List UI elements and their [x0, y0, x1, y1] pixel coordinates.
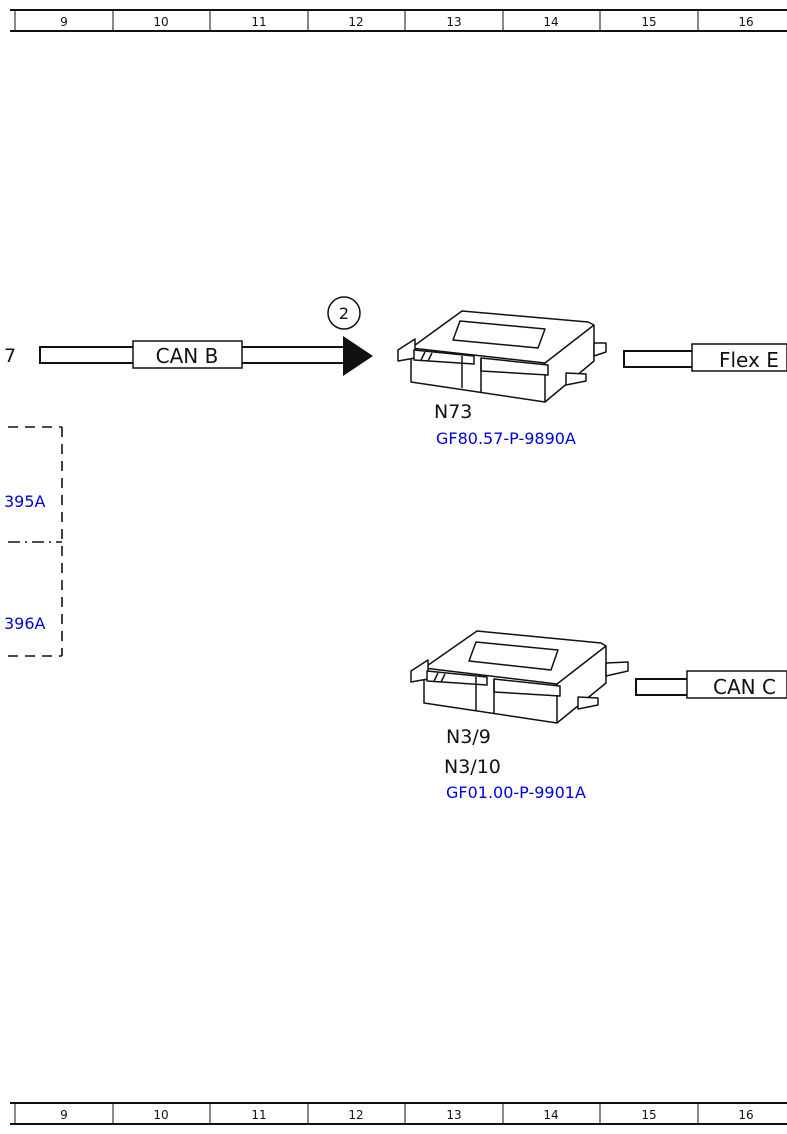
flex-label-box [691, 343, 787, 372]
can-c-label: CAN C [713, 675, 776, 699]
top-ruler-label-9: 9 [60, 15, 68, 29]
can-c-label-box [686, 670, 787, 699]
n3-10-module-name: N3/10 [444, 756, 501, 778]
n3-module-icon[interactable] [410, 630, 629, 724]
connector-number-label: 2 [339, 304, 349, 323]
top-ruler-label-12: 12 [348, 15, 363, 29]
top-ruler-label-13: 13 [446, 15, 461, 29]
connector-number-marker: 2 [327, 296, 361, 330]
can-b-arrow-head [343, 336, 373, 376]
bottom-ruler-label-12: 12 [348, 1108, 363, 1122]
top-ruler-label-10: 10 [153, 15, 168, 29]
n73-module-name: N73 [434, 401, 472, 423]
top-ruler-label-16: 16 [738, 15, 753, 29]
can-c-bus[interactable]: CAN C [635, 670, 787, 699]
dashed-reference-group [8, 426, 63, 657]
bottom-ruler-label-14: 14 [543, 1108, 558, 1122]
left-fragment-mark: 7 [4, 345, 16, 367]
bottom-ruler-label-13: 13 [446, 1108, 461, 1122]
top-ruler-label-14: 14 [543, 15, 558, 29]
bottom-ruler-label-11: 11 [251, 1108, 266, 1122]
top-ruler: 9 10 11 12 13 14 15 16 [10, 9, 787, 32]
dashed-reference-link-1[interactable]: 395A [4, 492, 46, 511]
can-b-label-box [132, 340, 243, 369]
flex-label: Flex E [719, 348, 779, 372]
top-ruler-label-11: 11 [251, 15, 266, 29]
bottom-ruler-label-10: 10 [153, 1108, 168, 1122]
n3-9-module-name: N3/9 [446, 726, 491, 748]
bottom-ruler-label-9: 9 [60, 1108, 68, 1122]
bottom-ruler-label-15: 15 [641, 1108, 656, 1122]
n73-module-icon[interactable] [397, 310, 607, 403]
dashed-reference-link-2[interactable]: 396A [4, 614, 46, 633]
can-b-bus[interactable]: CAN B [39, 336, 373, 376]
top-ruler-label-15: 15 [641, 15, 656, 29]
flex-bus[interactable]: Flex E [623, 343, 787, 372]
can-b-label: CAN B [156, 344, 219, 368]
bottom-ruler: 9 10 11 12 13 14 15 16 [10, 1102, 787, 1125]
bottom-ruler-label-16: 16 [738, 1108, 753, 1122]
n3-reference-link[interactable]: GF01.00-P-9901A [446, 783, 586, 802]
n73-reference-link[interactable]: GF80.57-P-9890A [436, 429, 576, 448]
